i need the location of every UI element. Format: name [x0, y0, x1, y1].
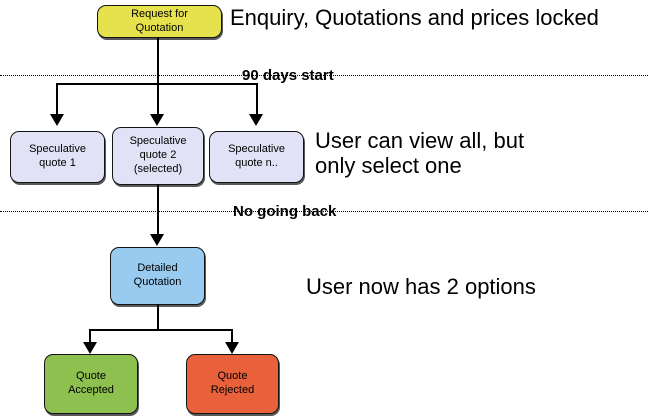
flow-line-to-accepted [89, 331, 91, 342]
annotation-enquiry-quotations-locked: Enquiry, Quotations and prices locked [230, 5, 599, 30]
node-speculative-quote-1: Speculative quote 1 [10, 131, 105, 183]
flow-line-to-spec2 [157, 85, 159, 114]
node-request-for-quotation: Request for Quotation [97, 5, 222, 38]
flow-line-to-specn [256, 85, 258, 114]
arrow-down-icon [150, 114, 164, 126]
flow-line-to-rejected [231, 331, 233, 342]
flow-line-request-down [157, 38, 159, 85]
divider-line-90-days [0, 75, 648, 76]
node-detailed-quotation: Detailed Quotation [110, 247, 205, 305]
node-quote-accepted: Quote Accepted [44, 354, 138, 414]
arrow-down-icon [150, 234, 164, 246]
arrow-down-icon [249, 114, 263, 126]
flow-line-spec2-to-detailed [157, 185, 159, 234]
flow-line-to-spec1 [56, 85, 58, 114]
node-speculative-quote-n: Speculative quote n.. [209, 131, 304, 183]
annotation-user-two-options: User now has 2 options [306, 274, 536, 299]
node-quote-rejected: Quote Rejected [186, 354, 279, 414]
flow-line-branch-bottom [89, 329, 233, 331]
arrow-down-icon [50, 114, 64, 126]
flow-line-branch-top [56, 83, 258, 85]
node-speculative-quote-2-selected: Speculative quote 2 (selected) [112, 127, 204, 185]
divider-line-no-going-back [0, 211, 648, 212]
flow-line-detailed-down [157, 305, 159, 331]
annotation-user-can-view-all: User can view all, but only select one [315, 128, 525, 178]
arrow-down-icon [83, 342, 97, 354]
arrow-down-icon [225, 342, 239, 354]
